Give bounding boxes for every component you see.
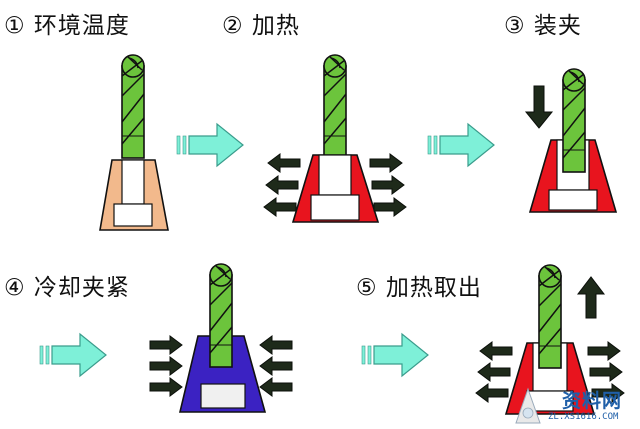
end-mill-tool-1 (121, 54, 145, 159)
end-mill-tool-5 (538, 264, 562, 369)
end-mill-tool-2 (323, 54, 347, 159)
step-5-title: ⑤ 加热取出 (356, 275, 482, 301)
step-4-group (149, 263, 293, 413)
flow-arrow-4 (361, 333, 429, 377)
end-mill-tool-4 (209, 263, 233, 368)
step-4-title: ④ 冷却夹紧 (4, 275, 130, 301)
insert-down-arrow (524, 85, 554, 129)
watermark-url: ZL.XS1616.COM (548, 412, 619, 422)
flow-arrow-2 (427, 123, 495, 167)
step-1-group (99, 54, 169, 231)
step-3-title: ③ 装夹 (504, 13, 582, 39)
step-1-title: ① 环境温度 (4, 13, 130, 39)
step-3-group (524, 68, 618, 213)
end-mill-tool-3 (562, 68, 586, 173)
step-2-group (263, 54, 407, 223)
watermark-title: 资料网 (562, 390, 623, 412)
flow-arrow-1 (176, 123, 244, 167)
remove-up-arrow (576, 276, 606, 319)
step-2-title: ② 加热 (222, 13, 300, 39)
watermark-logo (515, 387, 541, 424)
flow-arrow-3 (39, 333, 107, 377)
